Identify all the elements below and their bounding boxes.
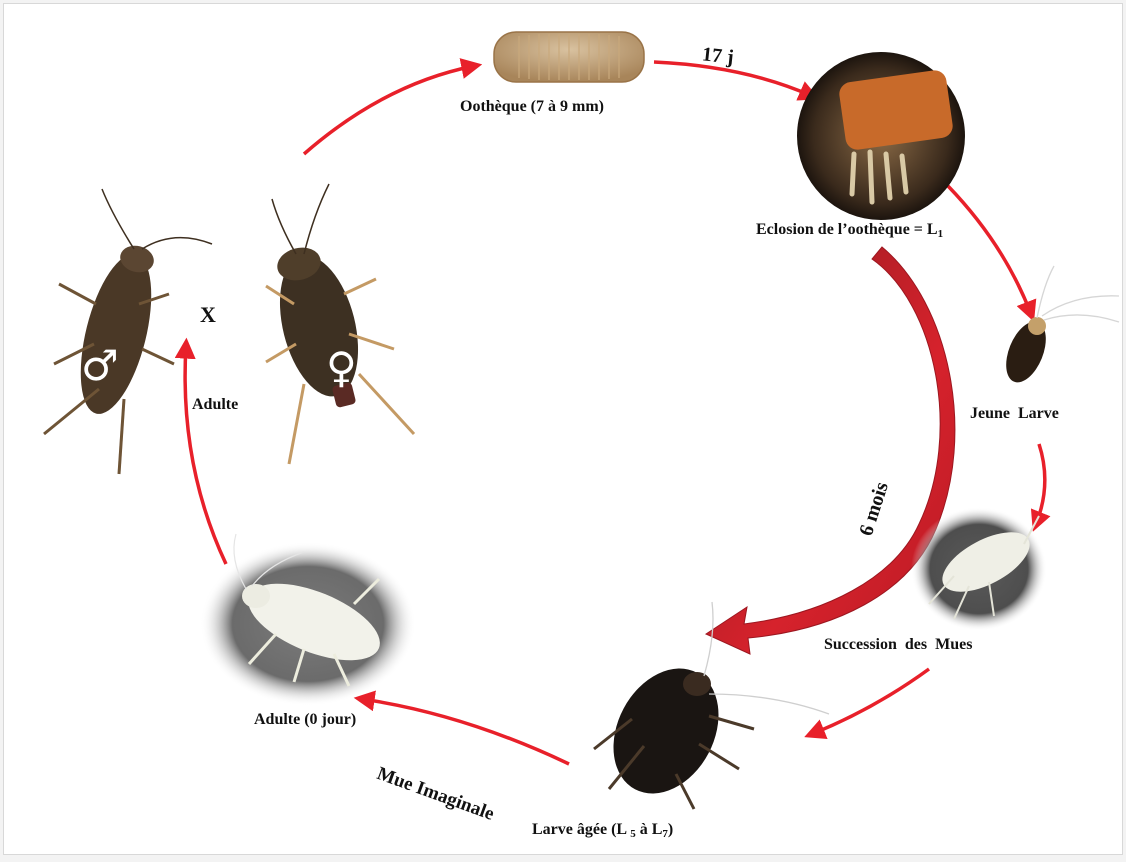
diagram-artwork: ♂ ♀ — [4, 4, 1123, 855]
label-eclosion-sub: 1 — [938, 228, 944, 240]
arrow-adults-to-ootheque — [304, 66, 474, 154]
label-adulte: Adulte — [192, 397, 238, 413]
female-symbol: ♀ — [326, 343, 357, 392]
male-symbol: ♂ — [81, 341, 119, 390]
label-ootheque: Oothèque (7 à 9 mm) — [460, 99, 604, 115]
label-larve-agee-c: ) — [668, 821, 673, 838]
label-larve-agee-a: Larve âgée (L — [532, 821, 630, 838]
arrow-adulte-0-to-adults — [185, 346, 226, 564]
arrow-ootheque-to-eclosion — [654, 62, 812, 96]
label-eclosion-text: Eclosion de l’oothèque = L — [756, 221, 938, 238]
arrow-succession-to-larve-agee — [812, 669, 929, 734]
label-adulte-0-jour: Adulte (0 jour) — [254, 712, 356, 728]
label-larve-agee-b: à L — [636, 821, 663, 838]
label-larve-agee: Larve âgée (L 5 à L7) — [532, 822, 673, 840]
ootheque-image — [494, 32, 644, 82]
arrow-jeune-larve-to-succession — [1036, 444, 1045, 524]
eclosion-image — [797, 52, 965, 220]
label-cross: X — [200, 304, 216, 326]
arrow-eclosion-to-jeune-larve — [948, 186, 1031, 314]
arrow-larve-agee-to-adulte-0 — [362, 699, 569, 764]
life-cycle-diagram: ♂ ♀ Oothèque (7 à 9 mm) 17 j Eclosion de… — [3, 3, 1123, 855]
label-eclosion: Eclosion de l’oothèque = L1 — [756, 222, 943, 240]
label-succession-mues: Succession des Mues — [824, 637, 972, 653]
label-17j: 17 j — [701, 44, 735, 67]
female-adult-image — [266, 184, 414, 464]
succession-mues-image — [911, 507, 1047, 631]
adulte-0-jour-image — [200, 534, 416, 706]
label-jeune-larve: Jeune Larve — [970, 406, 1059, 422]
